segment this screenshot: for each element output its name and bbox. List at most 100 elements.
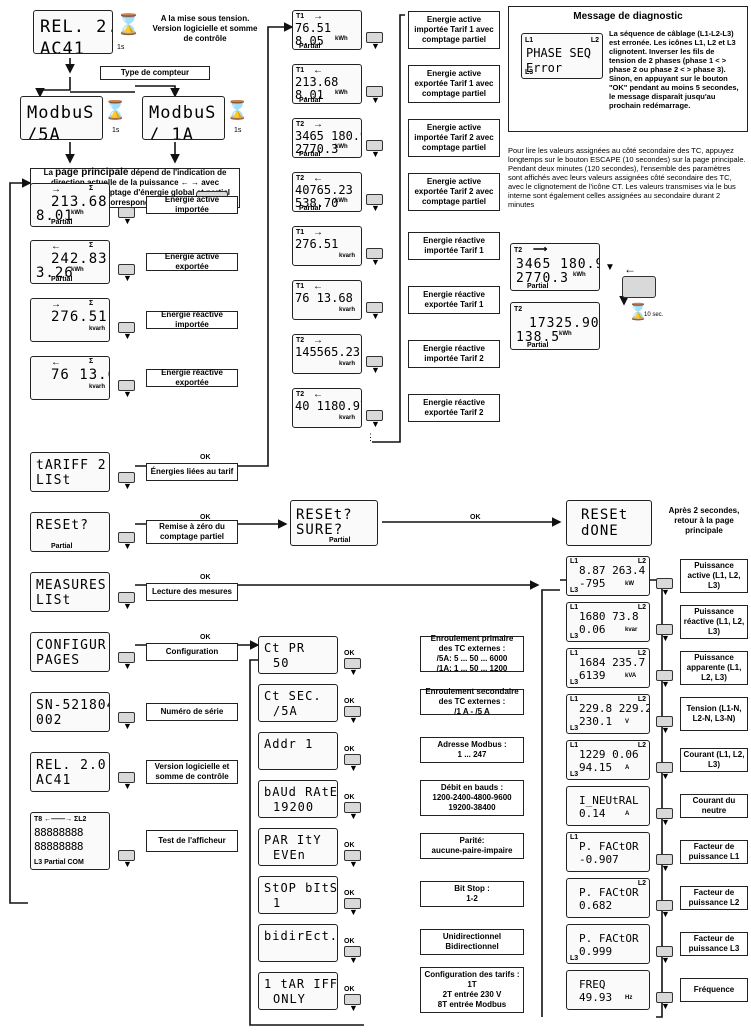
next-button[interactable]: [366, 140, 383, 151]
lcd-value: 145565.23 1: [295, 345, 361, 359]
lcd-value: 76.51: [295, 21, 332, 35]
next-button[interactable]: [366, 32, 383, 43]
main-page-text: La: [43, 168, 56, 177]
lcd-value: 8.87 263.4: [579, 564, 646, 577]
direction-arrow: →: [51, 299, 61, 310]
ok-button[interactable]: [344, 754, 361, 765]
arrow-down-icon: ▼: [123, 331, 132, 341]
phase-l1: L1: [525, 37, 534, 44]
lcd-value: 0.14: [579, 807, 606, 820]
arrow-down-icon: ▼: [371, 149, 380, 159]
direction-arrow: →: [51, 184, 61, 195]
ok-button[interactable]: [344, 850, 361, 861]
lcd-value: FREQ: [579, 978, 606, 991]
phase-l3: L3: [570, 587, 579, 594]
sigma-icon: Σ: [89, 358, 94, 365]
unit-label: kWh: [335, 144, 348, 150]
lcd-value: P. FACtOR: [579, 886, 639, 899]
lcd-line: StOP bItS: [264, 881, 338, 895]
lcd-modbus-5a: ModbuS /5A: [20, 96, 103, 140]
arrow-down-icon: ▼: [371, 257, 380, 267]
phase-l3: L3: [570, 955, 579, 962]
next-button[interactable]: [366, 248, 383, 259]
next-button[interactable]: [656, 854, 673, 865]
phase-l2: L2: [590, 37, 599, 44]
escape-button[interactable]: [622, 276, 656, 298]
lcd-value: P. FACtOR: [579, 932, 639, 945]
ok-button[interactable]: [344, 994, 361, 1005]
lcd-value: 138.5: [516, 330, 561, 345]
next-button[interactable]: [118, 322, 135, 333]
direction-arrow: ⟶: [533, 244, 548, 255]
next-button[interactable]: [656, 946, 673, 957]
lcd-line: RESEt?: [36, 518, 89, 533]
phase-l2: L2: [637, 558, 646, 565]
config-title: Unidirectionnel: [442, 932, 502, 941]
partial-tag: Partial: [299, 43, 321, 50]
next-button[interactable]: [118, 772, 135, 783]
config-option: aucune-paire-impaire: [431, 846, 513, 855]
direction-arrow: ←: [313, 173, 323, 184]
arrow-down-icon: ▼: [371, 203, 380, 213]
lcd-line: ONLY: [273, 992, 306, 1006]
lcd-config: bidirEct.: [258, 924, 338, 962]
label-measure: Courant (L1, L2, L3): [680, 748, 748, 772]
next-button[interactable]: [656, 578, 673, 589]
ok-button[interactable]: [344, 898, 361, 909]
next-button[interactable]: [118, 712, 135, 723]
phase-l1: L1: [570, 742, 579, 749]
next-button[interactable]: [118, 652, 135, 663]
next-button[interactable]: [118, 592, 135, 603]
phase-l3: L3: [570, 633, 579, 640]
ok-label: OK: [344, 746, 355, 753]
lcd-value: 0.682: [579, 899, 613, 912]
lcd-value: 230.1: [579, 715, 613, 728]
next-button[interactable]: [118, 850, 135, 861]
config-title: Enroulement primaire des TC externes :: [430, 634, 514, 653]
lcd-line: PAR ItY: [264, 833, 322, 847]
ok-label: OK: [200, 634, 211, 641]
next-button[interactable]: [366, 302, 383, 313]
arrow-down-icon: ▼: [661, 725, 670, 735]
time-label: 1s: [234, 127, 242, 134]
unit-label: kvarh: [339, 361, 356, 367]
sigma-icon: Σ: [89, 242, 94, 249]
ok-button[interactable]: [344, 658, 361, 669]
label-measure: Puissance apparente (L1, L2, L3): [680, 651, 748, 685]
next-button[interactable]: [656, 670, 673, 681]
next-button[interactable]: [656, 808, 673, 819]
next-button[interactable]: [118, 264, 135, 275]
next-button[interactable]: [118, 472, 135, 483]
hourglass-icon: ⌛: [628, 304, 648, 321]
next-button[interactable]: [366, 356, 383, 367]
next-button[interactable]: [656, 992, 673, 1003]
lcd-line: /5A: [27, 125, 61, 140]
config-option: 1-2: [466, 894, 478, 903]
ok-button[interactable]: [344, 802, 361, 813]
label-e_act_imp: Energie active importée: [146, 195, 238, 214]
config-option: /1 A - /5 A: [454, 707, 490, 716]
next-button[interactable]: [656, 900, 673, 911]
ok-button[interactable]: [344, 946, 361, 957]
config-option: 19200-38400: [448, 803, 496, 812]
lcd-value: 538.70: [295, 196, 339, 210]
phase-l1: L1: [570, 604, 579, 611]
next-button[interactable]: [118, 532, 135, 543]
lcd-line: / 1A: [149, 125, 194, 140]
next-button[interactable]: [656, 762, 673, 773]
unit-label: kVA: [625, 673, 637, 679]
unit-label: A: [625, 811, 630, 817]
label-measure: Facteur de puissance L1: [680, 840, 748, 864]
next-button[interactable]: [656, 624, 673, 635]
next-button[interactable]: [118, 380, 135, 391]
next-button[interactable]: [366, 194, 383, 205]
next-button[interactable]: [118, 207, 135, 218]
ok-button[interactable]: [344, 706, 361, 717]
next-button[interactable]: [366, 410, 383, 421]
next-button[interactable]: [366, 86, 383, 97]
next-button[interactable]: [656, 716, 673, 727]
